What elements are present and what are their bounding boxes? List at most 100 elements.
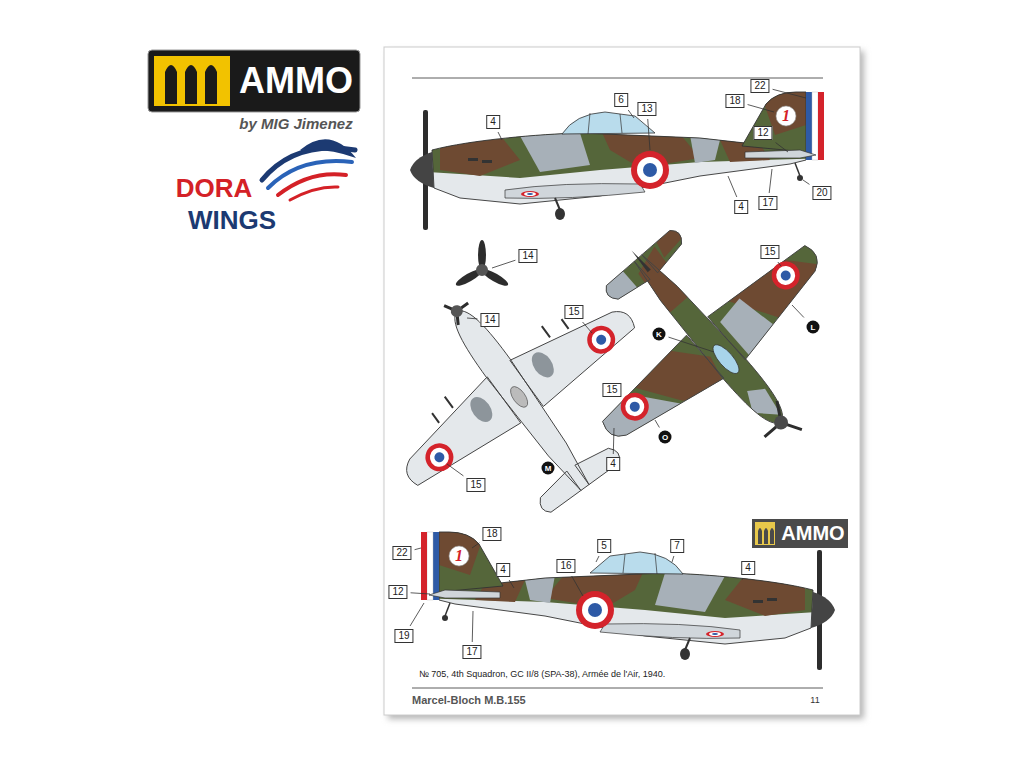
watermark-logo-part — [758, 528, 774, 544]
watermark-logo — [752, 519, 848, 548]
callout-number: 15 — [760, 245, 779, 259]
leader-line — [728, 176, 737, 197]
ammo-logo-part — [165, 65, 217, 104]
ammo-logo-part — [154, 56, 230, 106]
top-view-part — [709, 341, 743, 377]
leader-line — [742, 578, 743, 580]
ammo-logo — [148, 50, 360, 112]
tail-number: 1 — [782, 108, 790, 124]
leader-line — [769, 169, 772, 193]
callout-number: 14 — [480, 313, 499, 327]
leader-line — [498, 132, 502, 140]
leader-line — [509, 580, 514, 588]
top-view-part — [766, 256, 806, 296]
top-view-part-part — [598, 269, 637, 308]
underside-view-part — [426, 444, 453, 471]
page-footer: Marcel-Bloch M.B.155 — [412, 694, 526, 707]
top-view-part — [535, 168, 884, 512]
leader-line — [803, 180, 809, 184]
underside-view-part — [432, 450, 446, 464]
callout-number: 17 — [462, 645, 481, 659]
callout-number: 12 — [388, 585, 407, 599]
leader-line — [672, 556, 674, 562]
callout-number: 18 — [725, 94, 744, 108]
tail-number: 1 — [455, 548, 463, 564]
watermark-logo-part — [755, 522, 775, 545]
underside-view-part — [420, 438, 459, 477]
leader-line — [410, 603, 424, 626]
underside-view-part — [588, 326, 615, 353]
leader-line — [583, 322, 592, 333]
leader-line — [596, 556, 599, 562]
leader-line — [472, 611, 474, 642]
underside-view-part — [466, 393, 497, 426]
top-view-part — [513, 146, 903, 531]
top-view-part-part — [651, 216, 694, 257]
callout-number: 4 — [734, 200, 748, 214]
underside-view-part — [448, 303, 465, 320]
callout-number: 12 — [753, 126, 772, 140]
leader-line — [655, 420, 659, 428]
callout-letter: K — [653, 328, 666, 341]
callout-number: 22 — [750, 79, 769, 93]
callout-number: 4 — [496, 563, 510, 577]
brand-tagline: by MIG Jimenez — [239, 115, 352, 133]
propeller — [454, 240, 510, 288]
top-view-part — [772, 262, 799, 289]
callout-number: 15 — [564, 305, 583, 319]
callout-number: 6 — [614, 93, 628, 107]
brand-logo-text: WINGS — [188, 205, 276, 235]
brand-logo-text: DORA — [176, 173, 253, 203]
underside-view-part — [444, 293, 475, 325]
underside-view-part — [507, 384, 531, 410]
page-rule — [412, 688, 823, 689]
top-view-part — [628, 400, 642, 414]
callout-number: 16 — [556, 559, 575, 573]
leader-line — [648, 119, 650, 150]
top-view-part-part — [628, 246, 694, 314]
leader-lines — [410, 89, 809, 642]
callout-number: 4 — [486, 115, 500, 129]
page-number: 11 — [810, 695, 819, 706]
side-profile-left — [400, 80, 830, 230]
top-view-part-part — [513, 146, 903, 531]
leader-line — [467, 318, 477, 320]
callout-number: 14 — [518, 249, 537, 263]
underside-view-part — [582, 320, 621, 359]
top-view-part — [630, 249, 651, 272]
top-view — [513, 146, 907, 535]
leader-line — [613, 428, 615, 454]
callout-letter: L — [807, 321, 820, 334]
top-view-part — [752, 401, 802, 451]
callout-letter: O — [659, 431, 672, 444]
top-view-part-part — [717, 292, 783, 360]
top-view-part — [771, 413, 791, 433]
callout-number: 15 — [602, 383, 621, 397]
watermark-logo-part — [752, 519, 848, 548]
leader-line — [415, 548, 421, 550]
dora-wings-logo-part — [290, 187, 338, 200]
leader-line — [773, 89, 806, 98]
watermark: AMMO — [781, 522, 844, 544]
callout-number: 4 — [741, 561, 755, 575]
leader-line — [669, 337, 715, 352]
callout-letter: M — [542, 462, 555, 475]
propeller-part — [476, 264, 488, 276]
leader-line — [792, 305, 804, 318]
top-view-part-part — [593, 367, 686, 457]
brand-logo-text: AMMO — [239, 61, 353, 101]
leader-line — [492, 260, 515, 268]
callout-number: 17 — [758, 196, 777, 210]
leader-line — [628, 110, 634, 118]
underside-view-part — [429, 314, 569, 423]
dora-wings-logo-part — [300, 139, 356, 158]
callout-number: 15 — [466, 478, 485, 492]
leader-line — [447, 464, 463, 476]
dora-wings-logo — [262, 139, 356, 200]
leader-line — [748, 105, 774, 112]
underside-view-part — [594, 333, 608, 347]
leader-line — [776, 143, 788, 152]
top-view-part — [779, 268, 793, 282]
